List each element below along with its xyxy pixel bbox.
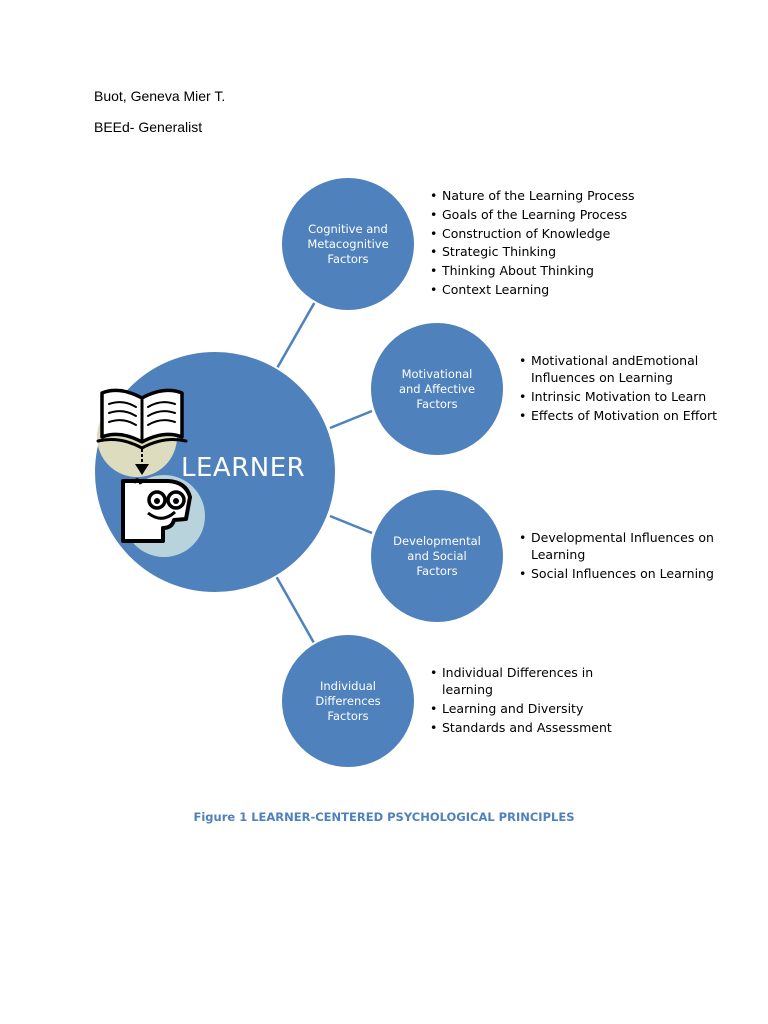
factor-label-cognitive: Cognitive and Metacognitive Factors	[307, 221, 389, 266]
connector-developmental	[329, 514, 373, 535]
list-item: Individual Differences in learning	[430, 664, 626, 698]
factor-circle-individual	[280, 633, 416, 769]
connector-cognitive	[274, 299, 318, 371]
list-item: Nature of the Learning Process	[430, 187, 660, 206]
list-item: Developmental Influences on Learning	[519, 529, 733, 563]
list-item: Context Learning	[430, 281, 660, 300]
down-arrow-icon	[135, 449, 149, 475]
connector-motivational	[329, 409, 373, 430]
course-name: BEEd- Generalist	[94, 119, 203, 135]
factor-label-developmental: Developmental and Social Factors	[393, 533, 481, 578]
developmental-principles-list: Developmental Influences on Learning Soc…	[519, 529, 733, 582]
thinking-head-icon	[121, 478, 192, 543]
factor-circle-motivational	[369, 321, 505, 457]
figure-caption: Figure 1 LEARNER-CENTERED PSYCHOLOGICAL …	[193, 810, 575, 824]
list-item: Goals of the Learning Process	[430, 206, 660, 225]
factor-circle-cognitive	[280, 176, 416, 312]
list-item: Motivational andEmotional Influences on …	[519, 352, 733, 386]
learner-label: LEARNER	[181, 453, 306, 483]
list-item: Social Influences on Learning	[519, 565, 733, 582]
factor-label-individual: Individual Differences Factors	[315, 678, 381, 723]
factor-circle-developmental	[369, 488, 505, 624]
learner-diagram	[93, 176, 505, 769]
individual-principles-list: Individual Differences in learning Learn…	[430, 664, 626, 736]
connector-individual	[274, 575, 316, 644]
list-item: Construction of Knowledge	[430, 225, 660, 244]
motivational-principles-list: Motivational andEmotional Influences on …	[519, 352, 733, 424]
list-item: Effects of Motivation on Effort	[519, 407, 733, 424]
list-item: Thinking About Thinking	[430, 262, 660, 281]
open-book-icon	[96, 388, 188, 450]
list-item: Learning and Diversity	[430, 700, 626, 717]
list-item: Intrinsic Motivation to Learn	[519, 388, 733, 405]
factor-label-motivational: Motivational and Affective Factors	[398, 366, 476, 411]
list-item: Strategic Thinking	[430, 243, 660, 262]
cognitive-principles-list: Nature of the Learning Process Goals of …	[430, 187, 660, 300]
author-name: Buot, Geneva Mier T.	[94, 88, 226, 104]
list-item: Standards and Assessment	[430, 719, 626, 736]
